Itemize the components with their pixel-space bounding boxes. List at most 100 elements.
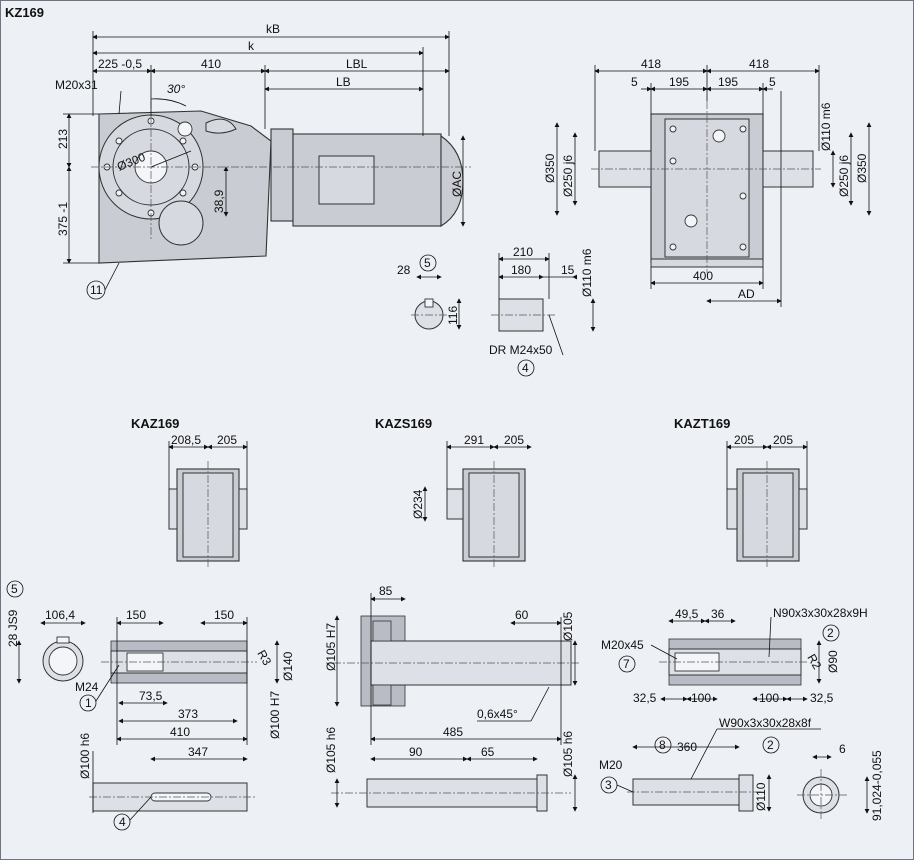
shaft-detail: 210 180 15 Ø110 m6 DR M24x50 4	[489, 245, 596, 377]
ref-4-top: 4	[522, 361, 529, 375]
dim-5-left: 5	[631, 75, 638, 89]
dim-d110: Ø110 m6	[819, 102, 833, 151]
dim-32-5-left: 32,5	[633, 691, 657, 705]
dim-180: 180	[511, 263, 531, 277]
dim-291: 291	[464, 433, 484, 447]
title-kazs169: KAZS169	[375, 416, 432, 431]
dim-d100-h7: Ø100 H7	[268, 691, 282, 739]
label-M20: M20	[599, 758, 623, 772]
dim-0-6x45: 0,6x45°	[477, 707, 518, 721]
dim-R3: R3	[254, 648, 274, 669]
dim-38-9: 38,9	[212, 189, 226, 213]
dim-116: 116	[446, 306, 460, 325]
dim-15: 15	[561, 263, 575, 277]
dim-d105-h7: Ø105 H7	[324, 623, 338, 671]
dim-225: 225 -0,5	[98, 57, 142, 71]
ref-3: 3	[605, 778, 612, 792]
label-M20x45: M20x45	[601, 638, 644, 652]
dim-d105: Ø105	[561, 611, 575, 641]
splined-shaft-detail: 49,5 36 N90x3x30x28x9H 2 M20x45 7 R2 Ø90…	[599, 606, 884, 821]
dim-410-bottom: 410	[170, 725, 190, 739]
front-view: 418 418 5 195 195 5 Ø350 Ø250 j6 Ø110 m6…	[543, 57, 872, 307]
dim-36: 36	[711, 607, 725, 621]
dim-208-5: 208,5	[171, 433, 201, 447]
dim-LB: LB	[336, 75, 351, 89]
dim-418-right: 418	[749, 57, 769, 71]
dim-210: 210	[513, 245, 533, 259]
dim-375: 375 -1	[56, 202, 70, 236]
dim-d250-right: Ø250 j6	[837, 155, 851, 197]
dim-100-left: 100	[691, 691, 711, 705]
ref-4-bottom: 4	[119, 815, 126, 829]
side-view: kB k 225 -0,5 410 LBL LB M20x31 30° 213 …	[55, 22, 471, 300]
title-kazt169: KAZT169	[674, 416, 730, 431]
dim-400: 400	[693, 269, 713, 283]
dim-347: 347	[188, 745, 208, 759]
dim-d350-right: Ø350	[855, 153, 869, 183]
dim-205-kaz: 205	[217, 433, 237, 447]
label-M24: M24	[75, 680, 99, 694]
dim-150-left: 150	[126, 608, 146, 622]
dim-205-kazt-right: 205	[773, 433, 793, 447]
dim-73-5: 73,5	[139, 689, 163, 703]
dim-418-left: 418	[641, 57, 661, 71]
dim-d90: Ø90	[826, 650, 840, 673]
dim-d105-h6-left: Ø105 h6	[324, 727, 338, 773]
kaz-view: 208,5 205	[168, 433, 248, 567]
dim-d350-left: Ø350	[543, 153, 557, 183]
dim-373: 373	[178, 707, 198, 721]
ref-1: 1	[85, 696, 92, 710]
ref-5-bottom: 5	[11, 582, 18, 596]
dim-65: 65	[481, 745, 495, 759]
dim-195-right: 195	[718, 75, 738, 89]
dim-205-kazt-left: 205	[734, 433, 754, 447]
dim-60: 60	[515, 608, 529, 622]
dim-AD: AD	[738, 287, 755, 301]
kazs-view: 291 205 Ø234	[411, 433, 532, 567]
dim-360: 360	[677, 740, 697, 754]
ref-7: 7	[623, 657, 630, 671]
dim-d110-lower: Ø110	[754, 782, 768, 811]
dim-28-js9: 28 JS9	[6, 609, 20, 647]
dim-410: 410	[201, 57, 221, 71]
ref-5-top: 5	[424, 256, 431, 270]
label-W90: W90x3x30x28x8f	[719, 716, 812, 730]
dim-k: k	[248, 39, 255, 53]
dim-205-kazs: 205	[504, 433, 524, 447]
dim-LBL: LBL	[346, 57, 368, 71]
ref-8: 8	[659, 738, 666, 752]
dim-R2: R2	[804, 652, 824, 673]
dim-485: 485	[443, 725, 463, 739]
dim-d250-left: Ø250 j6	[561, 155, 575, 197]
dim-6: 6	[839, 742, 846, 756]
dim-32-5-right: 32,5	[810, 691, 834, 705]
kazt-view: 205 205	[726, 433, 808, 567]
ref-11: 11	[90, 283, 103, 297]
dim-d110-m6: Ø110 m6	[580, 248, 594, 297]
ref-2-bottom: 2	[767, 738, 774, 752]
dim-d234: Ø234	[411, 489, 425, 519]
ref-2-top: 2	[827, 626, 834, 640]
shrink-disk-detail: Ø105 H7 85 60 Ø105 0,6x45° 485 Ø105 h6 9…	[324, 584, 581, 812]
dim-AC: ØAC	[450, 171, 464, 197]
dim-90: 90	[409, 745, 423, 759]
dim-213: 213	[56, 129, 70, 149]
label-dr-m24x50: DR M24x50	[489, 343, 553, 357]
dim-100-right: 100	[759, 691, 779, 705]
dim-85: 85	[379, 584, 393, 598]
dim-49-5: 49,5	[675, 607, 699, 621]
hollow-shaft-detail: 5 28 JS9 106,4 150 150 R3 Ø140 M24 1 73,…	[6, 580, 295, 831]
label-N90: N90x3x30x28x9H	[773, 606, 868, 620]
dim-M20x31: M20x31	[55, 78, 98, 92]
dim-angle: 30°	[167, 82, 185, 96]
dim-106-4: 106,4	[45, 608, 75, 622]
dim-28: 28	[397, 263, 411, 277]
dim-d105-h6-right: Ø105 h6	[561, 731, 575, 777]
dim-195-left: 195	[669, 75, 689, 89]
dim-91-024: 91,024-0,055	[870, 750, 884, 821]
dim-5-right: 5	[769, 75, 776, 89]
dim-150-right: 150	[214, 608, 234, 622]
dim-d100-h6: Ø100 h6	[78, 733, 92, 779]
